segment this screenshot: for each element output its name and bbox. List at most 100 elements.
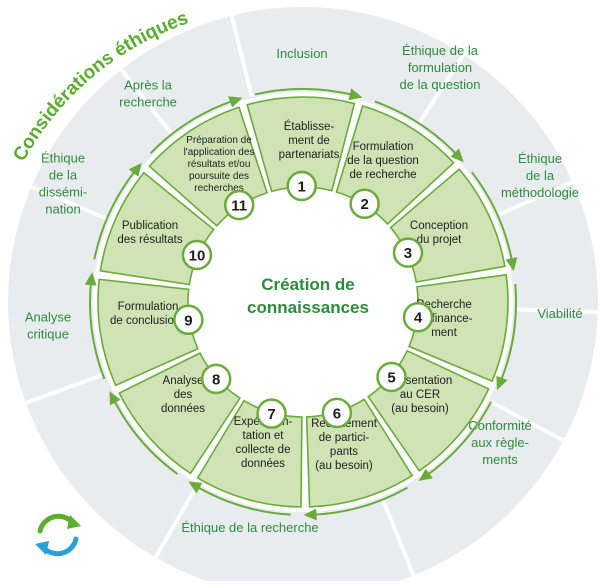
outer-label-line: Éthique bbox=[518, 151, 562, 166]
step-label-line: ment de bbox=[288, 135, 330, 147]
step-arrow-arc bbox=[374, 100, 461, 159]
outer-separator bbox=[489, 399, 566, 443]
step-label: Formulation de la question de recherche bbox=[347, 141, 419, 181]
step-number: 3 bbox=[404, 245, 412, 262]
step-arrow-head bbox=[348, 88, 363, 101]
step-label-line: pants bbox=[330, 446, 358, 458]
outer-label-line: Après la bbox=[124, 78, 172, 93]
step-badge-10: 10 bbox=[181, 239, 213, 271]
outer-label-line: Analyse bbox=[25, 310, 71, 325]
step-badge-circle bbox=[223, 189, 255, 221]
outer-separator bbox=[29, 184, 109, 222]
outer-label-line: formulation bbox=[408, 60, 472, 75]
step-arrows bbox=[84, 88, 518, 521]
outer-label-line: Éthique de la recherche bbox=[181, 520, 318, 535]
step-badge-2: 2 bbox=[349, 188, 380, 219]
step-number: 11 bbox=[231, 198, 247, 215]
step-arrow-head bbox=[188, 481, 203, 494]
outer-separator bbox=[495, 179, 575, 218]
outer-label-line: Conformité bbox=[468, 418, 532, 433]
step-label-line: Formulation bbox=[353, 141, 414, 153]
step-number: 8 bbox=[212, 371, 220, 388]
step-badge-circle bbox=[376, 361, 407, 393]
step-badge-circle bbox=[392, 237, 424, 268]
step-segment-9: Formulation de conclusions bbox=[97, 278, 199, 387]
step-number: 5 bbox=[387, 369, 395, 386]
step-label-line: des résultats bbox=[117, 234, 182, 246]
step-label-line: du projet bbox=[417, 234, 463, 246]
step-arrow-head bbox=[505, 257, 518, 272]
step-number: 4 bbox=[414, 310, 423, 327]
refresh-cycle-icon bbox=[35, 513, 81, 557]
outer-label: Analyse critique bbox=[25, 310, 71, 342]
step-arrow-head bbox=[109, 390, 121, 406]
outer-label-line: critique bbox=[27, 327, 69, 342]
step-badge-circle bbox=[321, 397, 353, 429]
step-label-line: résultats et/ou bbox=[188, 159, 251, 170]
outer-separator bbox=[24, 372, 105, 406]
outer-label: Éthique de la recherche bbox=[181, 520, 318, 535]
step-label-line: de conclusions bbox=[110, 315, 186, 327]
outer-separator bbox=[229, 14, 254, 97]
step-badge-7: 7 bbox=[256, 398, 287, 429]
step-label-line: de recherche bbox=[349, 169, 416, 181]
step-arrow-head bbox=[303, 508, 317, 521]
outer-label-line: Inclusion bbox=[276, 46, 327, 61]
step-label-line: de partici- bbox=[319, 432, 370, 444]
step-label-line: Formulation bbox=[118, 301, 179, 313]
step-arrow-head bbox=[450, 148, 464, 163]
outer-separator bbox=[514, 307, 599, 315]
step-arrow-arc bbox=[89, 277, 106, 380]
outer-label-line: ments bbox=[482, 452, 518, 467]
step-arrow-head bbox=[128, 162, 142, 177]
step-number: 2 bbox=[360, 196, 368, 213]
step-label-line: poursuite des bbox=[189, 171, 249, 182]
step-arrow-head bbox=[496, 375, 508, 391]
outer-separator bbox=[153, 484, 199, 560]
center-title-line1: Création de bbox=[261, 275, 355, 294]
outer-label-line: de la bbox=[526, 168, 555, 183]
step-arrow-arc bbox=[422, 401, 493, 479]
step-badge-9: 9 bbox=[173, 304, 204, 336]
step-label-line: recherches bbox=[194, 183, 243, 194]
outer-label-line: nation bbox=[45, 202, 80, 217]
step-arrow-arc bbox=[110, 395, 179, 475]
outer-label: Viabilité bbox=[537, 306, 582, 321]
step-label-line: ment bbox=[431, 327, 457, 339]
outer-label: Inclusion bbox=[276, 46, 327, 61]
step-arrow-arc bbox=[309, 486, 408, 516]
step-badge-3: 3 bbox=[392, 237, 424, 268]
step-label-line: collecte de bbox=[236, 444, 291, 456]
step-label-line: (au besoin) bbox=[315, 460, 373, 472]
outer-label-line: aux règle- bbox=[471, 435, 529, 450]
step-badge-1: 1 bbox=[286, 170, 317, 202]
outer-label-line: Éthique bbox=[41, 151, 85, 166]
step-arrow-arc bbox=[471, 171, 514, 266]
step-badge-circle bbox=[286, 170, 317, 202]
step-label-line: de la question bbox=[347, 155, 419, 167]
step-arrow-arc bbox=[192, 483, 291, 516]
step-label-line: Établisse- bbox=[284, 120, 335, 133]
step-label: Formulation de conclusions bbox=[110, 301, 186, 327]
center-title-line2: connaissances bbox=[247, 298, 369, 317]
step-label-line: données bbox=[161, 403, 205, 415]
outer-separator bbox=[119, 67, 175, 137]
step-label-line: Préparation de bbox=[186, 135, 252, 146]
step-label: Conception du projet bbox=[410, 220, 468, 246]
step-badge-8: 8 bbox=[200, 363, 232, 395]
outer-separator bbox=[416, 52, 466, 126]
step-number: 1 bbox=[298, 179, 306, 196]
step-label-line: Conception bbox=[410, 220, 468, 232]
step-arrow-arc bbox=[498, 284, 517, 386]
step-label-line: l'application des bbox=[184, 147, 255, 158]
